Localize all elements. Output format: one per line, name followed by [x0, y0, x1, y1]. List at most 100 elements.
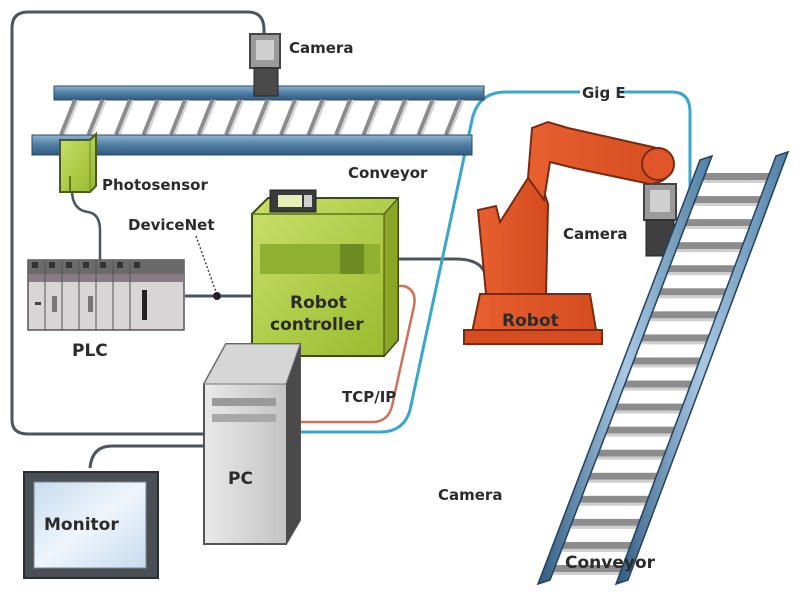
right-conveyor-rung-highlight	[597, 456, 669, 460]
right-conveyor-rung	[579, 495, 652, 503]
robot-controller	[251, 189, 399, 358]
plc-indicator	[35, 302, 41, 305]
right-conveyor-rung-highlight	[694, 203, 764, 207]
right-conveyor-rung	[650, 311, 721, 319]
conveyor-top-label: Conveyor	[348, 164, 428, 182]
right-conveyor-rung	[659, 288, 729, 296]
right-conveyor-rung-highlight	[659, 295, 729, 299]
right-conveyor-left-rail	[536, 154, 714, 586]
cable-tcpip	[300, 284, 416, 424]
right-conveyor-rung	[685, 219, 755, 227]
top-conveyor-slat-highlight	[365, 99, 382, 136]
top-conveyor-slat-highlight	[173, 99, 189, 136]
top-conveyor-slat-highlight	[448, 99, 464, 136]
camera-robot-label: Camera	[563, 225, 627, 243]
right-conveyor-rung-highlight	[606, 433, 677, 437]
camera-robot	[643, 183, 677, 257]
pc	[203, 343, 301, 545]
right-conveyor-rung	[703, 173, 772, 180]
robot-label: Robot	[502, 311, 559, 331]
camera-loose-label: Camera	[438, 486, 502, 504]
top-conveyor-slat-highlight	[228, 99, 244, 136]
top-conveyor-slat	[334, 98, 354, 137]
plc-indicator	[88, 296, 93, 312]
devicenet-label: DeviceNet	[128, 216, 215, 234]
gige-label: Gig E	[582, 84, 626, 102]
right-conveyor-rung-highlight	[579, 502, 652, 506]
top-conveyor-slats	[59, 98, 464, 137]
top-conveyor-slat	[416, 98, 437, 137]
right-conveyor-right-rail	[614, 150, 790, 586]
robot-controller-label-line1: Robot	[290, 293, 347, 313]
tcpip-label: TCP/IP	[342, 388, 396, 406]
top-conveyor	[31, 85, 485, 156]
right-conveyor-rung	[562, 541, 634, 549]
plc	[27, 259, 185, 331]
devicenet-junction	[213, 292, 221, 300]
plc-module-terminal	[66, 262, 72, 268]
cable-pc-to-monitor	[88, 444, 205, 469]
top-conveyor-slat-highlight	[310, 99, 327, 136]
top-conveyor-slat	[114, 98, 134, 137]
top-conveyor-slat	[251, 98, 272, 137]
top-conveyor-slat	[389, 98, 409, 137]
plc-indicator	[52, 296, 57, 312]
top-conveyor-slat-highlight	[90, 99, 107, 136]
right-conveyor-rung	[597, 449, 669, 457]
top-conveyor-slat-highlight	[200, 99, 217, 136]
plc-module-terminal	[117, 262, 123, 268]
right-conveyor	[536, 150, 790, 586]
pc-label: PC	[228, 469, 253, 489]
conveyor-right-label: Conveyor	[565, 553, 656, 573]
right-conveyor-rung	[553, 565, 626, 572]
top-conveyor-slat	[141, 98, 162, 137]
plc-modules	[27, 260, 140, 330]
right-conveyor-rung-highlight	[650, 318, 721, 322]
robot	[463, 120, 675, 345]
top-conveyor-slat-highlight	[420, 99, 437, 136]
top-conveyor-slat-highlight	[338, 99, 354, 136]
top-conveyor-slat-highlight	[63, 99, 79, 136]
camera-top	[249, 28, 281, 97]
right-conveyor-rung-highlight	[667, 272, 738, 276]
right-conveyor-rung-highlight	[570, 525, 643, 529]
right-conveyor-rung-highlight	[623, 387, 695, 391]
right-conveyor-rung-highlight	[685, 226, 755, 230]
right-conveyor-rung-highlight	[676, 249, 746, 253]
top-conveyor-slat-highlight	[393, 99, 409, 136]
robot-controller-label-line2: controller	[270, 315, 364, 335]
right-conveyor-rung	[694, 196, 764, 204]
cable-controller-to-robot	[398, 257, 494, 287]
top-conveyor-slat	[279, 98, 299, 137]
plc-module-terminal	[49, 262, 55, 268]
right-conveyor-rung	[641, 334, 712, 342]
right-conveyor-rung-highlight	[632, 364, 703, 368]
top-conveyor-slat-highlight	[255, 99, 272, 136]
plc-label: PLC	[72, 341, 108, 361]
right-conveyor-rung-highlight	[553, 572, 626, 575]
right-conveyor-rung-highlight	[615, 410, 686, 414]
right-conveyor-rung-highlight	[641, 341, 712, 345]
cable-camera-to-pc	[10, 10, 266, 436]
top-conveyor-slat-highlight	[118, 99, 134, 136]
camera-robot-label-bg	[561, 222, 641, 244]
right-conveyor-rung-highlight	[562, 548, 634, 552]
right-conveyor-rung-highlight	[703, 180, 772, 183]
camera-top-label: Camera	[289, 39, 353, 57]
plc-module-terminal	[83, 262, 89, 268]
devicenet-pointer	[195, 235, 217, 293]
right-conveyor-rung	[623, 380, 695, 388]
right-conveyor-rung-highlight	[588, 479, 660, 483]
right-conveyor-rung	[632, 357, 703, 365]
top-conveyor-front-rail	[31, 134, 473, 156]
right-conveyor-rung	[606, 426, 677, 434]
top-conveyor-slat	[444, 98, 464, 137]
top-conveyor-slat-highlight	[283, 99, 299, 136]
cables	[10, 10, 692, 469]
top-conveyor-slat	[86, 98, 107, 137]
monitor	[23, 471, 159, 579]
top-conveyor-slat-highlight	[145, 99, 162, 136]
monitor-label: Monitor	[44, 515, 119, 535]
right-conveyor-rung	[615, 403, 686, 411]
